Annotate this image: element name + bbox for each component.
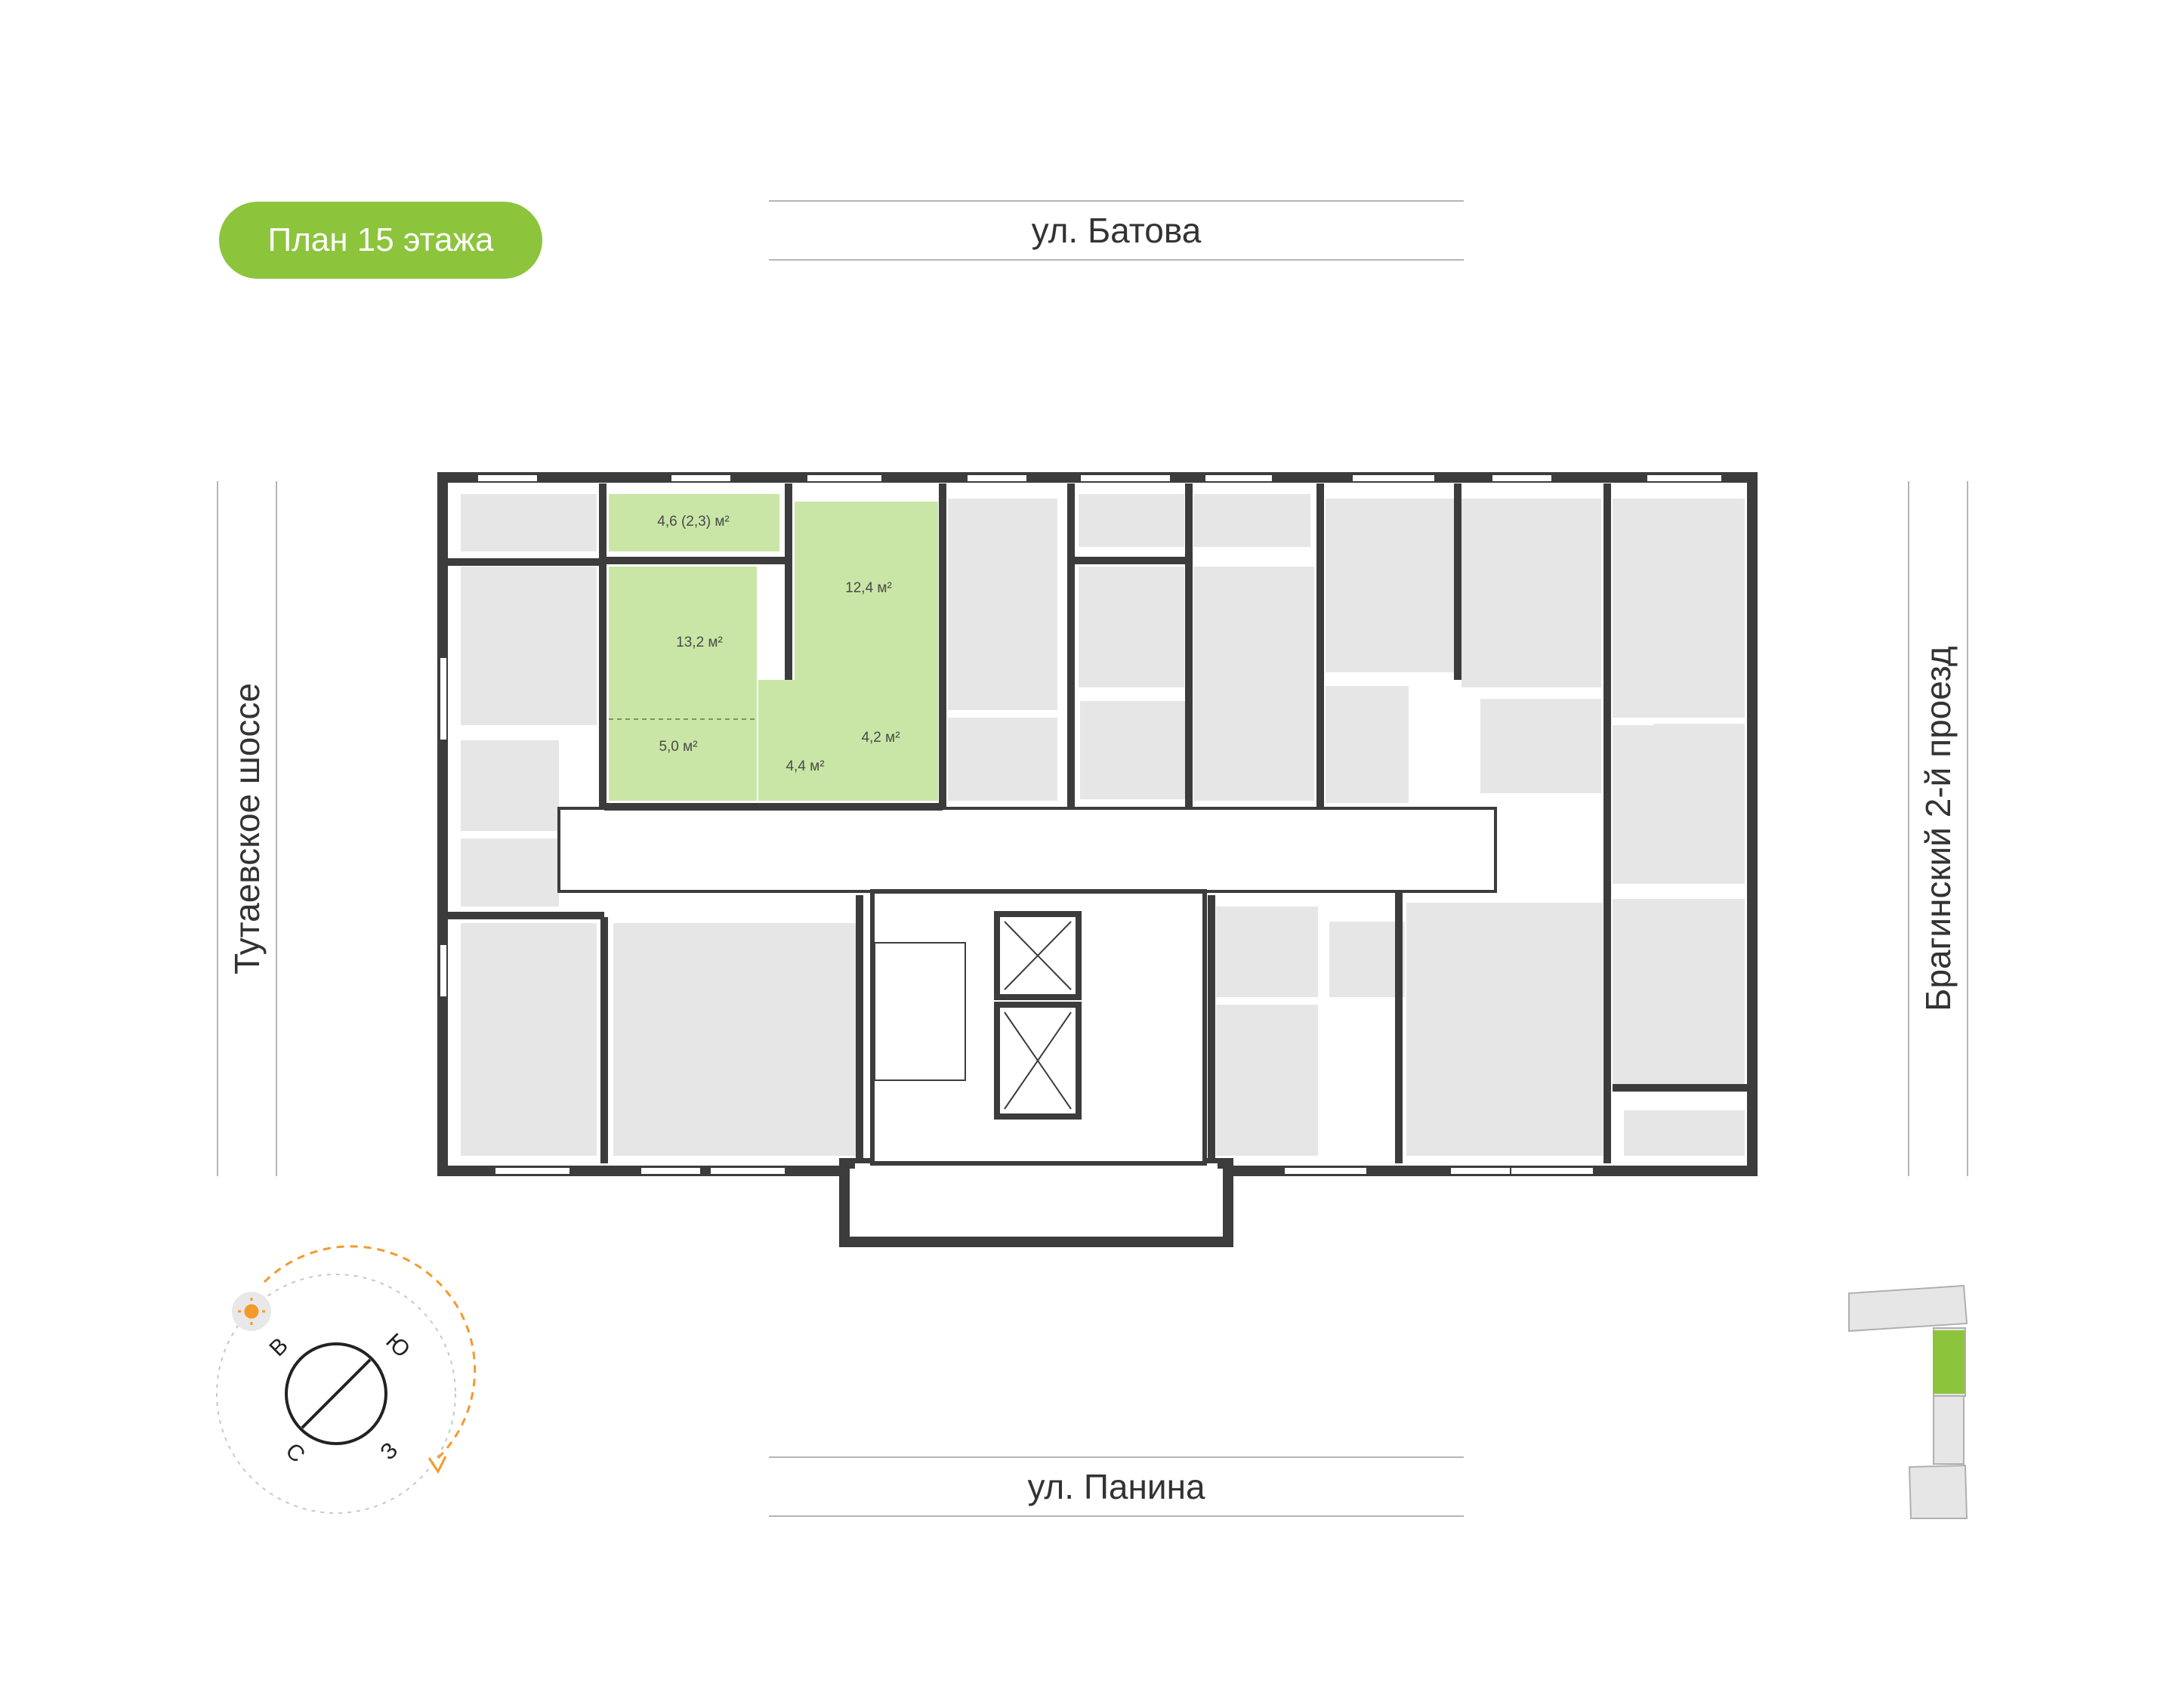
area-kitchen: 5,0 м² <box>659 739 697 755</box>
kitchen <box>609 718 757 801</box>
room <box>1080 701 1186 799</box>
hall <box>758 680 849 801</box>
street-south: ул. Панина <box>769 1456 1464 1517</box>
floor-label-badge: План 15 этажа <box>219 202 542 279</box>
compass-east: В <box>265 1333 293 1361</box>
bathroom <box>849 687 938 801</box>
room <box>1461 499 1601 687</box>
area-room-2: 12,4 м² <box>845 580 892 596</box>
room <box>1193 494 1310 547</box>
room <box>461 740 559 831</box>
room <box>1216 907 1318 997</box>
room <box>613 923 857 1156</box>
highlighted-apartment[interactable] <box>609 494 938 801</box>
room <box>1326 499 1454 672</box>
room <box>1654 724 1745 875</box>
area-hall: 4,4 м² <box>786 758 824 774</box>
area-bathroom: 4,2 м² <box>861 730 900 746</box>
compass-north: С <box>280 1438 310 1468</box>
room <box>1480 699 1601 793</box>
compass: В Ю С З <box>216 1245 477 1514</box>
windows <box>439 474 1723 1175</box>
room <box>1406 903 1603 1156</box>
room <box>1329 922 1405 997</box>
compass-needle <box>301 1358 372 1429</box>
room <box>1613 499 1745 718</box>
room <box>461 494 597 551</box>
room <box>1193 567 1314 801</box>
street-east: Брагинский 2-й проезд <box>1908 481 1968 1176</box>
current-section <box>1933 1330 1965 1394</box>
south-apartments <box>461 724 1745 1156</box>
balcony-room <box>609 494 779 551</box>
area-room-1: 13,2 м² <box>676 635 723 650</box>
room <box>1624 1110 1745 1156</box>
room <box>948 499 1057 710</box>
room <box>1079 567 1184 687</box>
building-minimap <box>1848 1284 1968 1519</box>
room-1 <box>609 567 757 718</box>
room <box>461 839 559 907</box>
compass-dial <box>285 1342 387 1445</box>
sun-glyph <box>238 1298 265 1325</box>
room <box>461 923 597 1156</box>
area-balcony: 4,6 (2,3) м² <box>657 514 729 530</box>
street-west: Тутаевское шоссе <box>217 481 277 1176</box>
room <box>1079 494 1184 547</box>
room-2 <box>795 502 938 687</box>
room <box>1326 686 1409 803</box>
compass-west: З <box>375 1438 403 1465</box>
staircase <box>874 942 966 1081</box>
corridor <box>557 807 1497 1166</box>
room <box>1216 1005 1318 1156</box>
interior-walls <box>446 483 1752 1163</box>
area-labels: 4,6 (2,3) м² 13,2 м² 12,4 м² 5,0 м² 4,4 … <box>657 514 900 774</box>
room <box>461 567 597 725</box>
compass-south: Ю <box>381 1329 415 1363</box>
room <box>948 718 1057 801</box>
corridor-floor <box>557 807 1497 893</box>
room <box>1613 899 1745 1088</box>
street-north: ул. Батова <box>769 200 1464 261</box>
